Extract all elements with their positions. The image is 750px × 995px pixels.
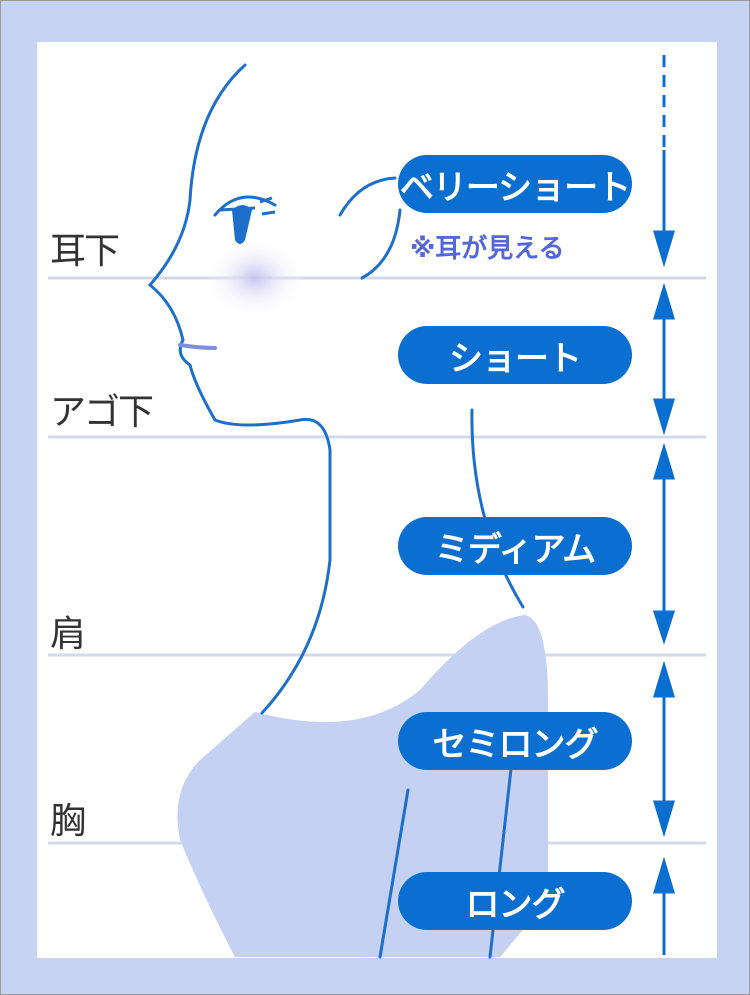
arrowhead-down bbox=[652, 230, 676, 268]
level-label-chin: アゴ下 bbox=[50, 392, 154, 433]
length-badge-semi-long: セミロング bbox=[398, 712, 632, 770]
length-badge-long: ロング bbox=[398, 872, 632, 930]
face-outline bbox=[147, 63, 525, 959]
level-label-chest: 胸 bbox=[50, 801, 86, 842]
length-badge-short: ショート bbox=[398, 326, 632, 384]
length-arrows bbox=[652, 55, 676, 955]
length-badge-medium: ミディアム bbox=[398, 517, 632, 575]
length-badge-very-short: ベリーショート bbox=[398, 155, 632, 213]
eye bbox=[232, 205, 252, 244]
body-shape bbox=[177, 615, 548, 957]
blush bbox=[205, 238, 305, 318]
eyelashes bbox=[219, 196, 276, 216]
level-label-ear: 耳下 bbox=[50, 231, 120, 272]
note-ears-visible: ※耳が見える bbox=[410, 234, 565, 264]
level-label-shoulder: 肩 bbox=[50, 614, 86, 655]
